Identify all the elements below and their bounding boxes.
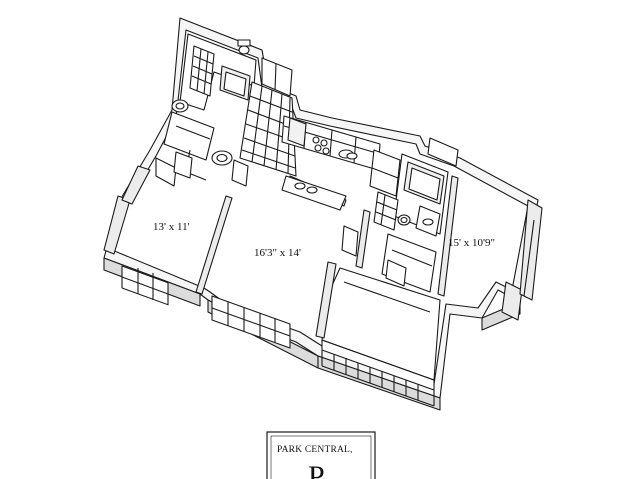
room-dims-left-bedroom: 13' x 11' — [153, 221, 190, 233]
outer-wall-side-balcony — [317, 355, 441, 411]
logo-monogram: P — [308, 460, 325, 479]
room-dims-living-room: 16'3" x 14' — [254, 247, 301, 259]
window-left-bedroom — [121, 265, 169, 306]
left-bedroom-walls — [103, 165, 151, 255]
hallway-tile — [239, 57, 297, 177]
room-dims-right-bedroom: 15' x 10'9" — [448, 237, 495, 249]
right-bedroom-walls — [427, 137, 543, 321]
park-central-logo: PARK CENTRAL, P — [266, 431, 376, 479]
plan-drawing — [103, 17, 543, 411]
kitchen — [281, 115, 401, 211]
logo-wordmark: PARK CENTRAL, — [277, 445, 353, 455]
right-bath-cluster — [373, 153, 449, 293]
doors — [173, 151, 359, 257]
window-living-room — [211, 295, 291, 349]
left-bath-cluster — [155, 33, 257, 187]
